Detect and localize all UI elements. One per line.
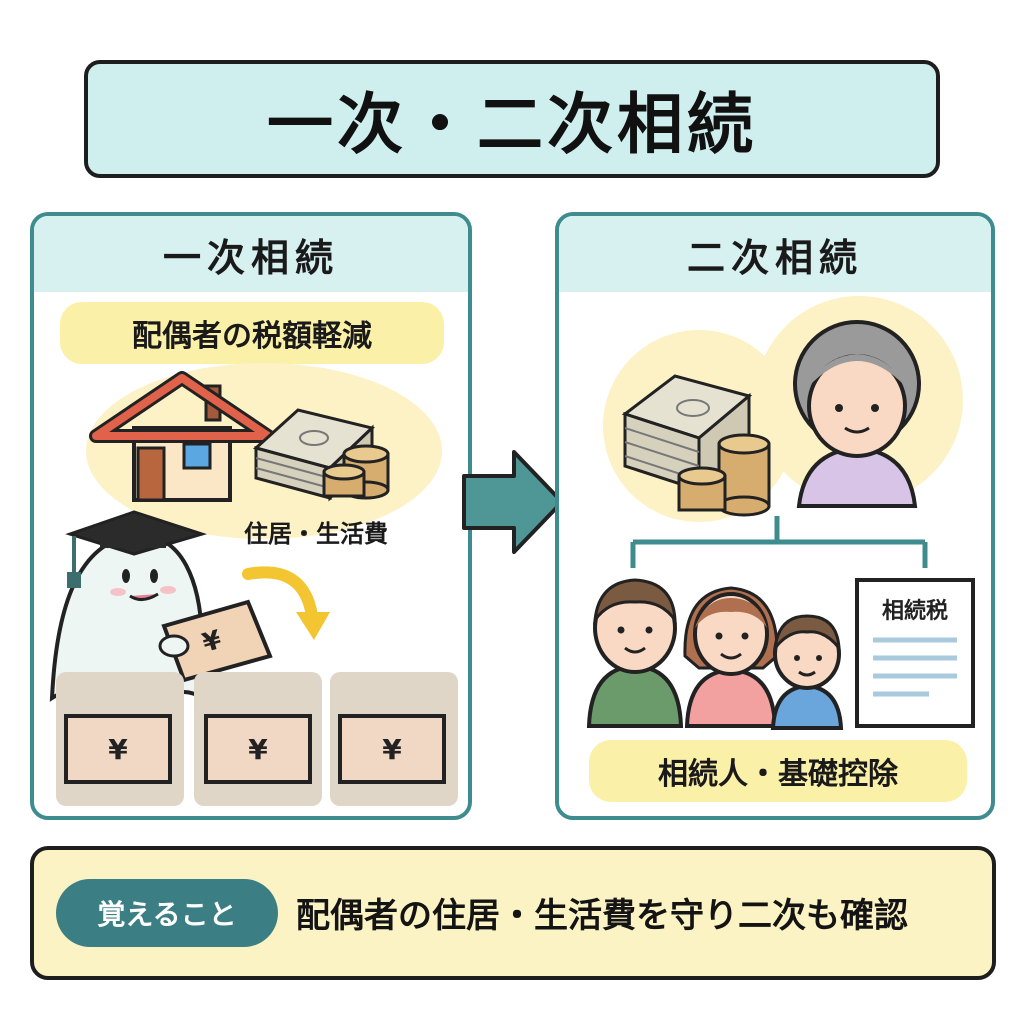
housing-living-cost-caption: 住居・生活費 <box>244 520 388 548</box>
primary-panel-header: 一次相続 <box>34 216 468 292</box>
coin-stack-icon-2 <box>677 433 771 517</box>
yen-label-1: ¥ <box>108 733 128 766</box>
heirs-basic-deduction-label: 相続人・基礎控除 <box>658 757 898 792</box>
spouse-tax-reduction-label: 配偶者の税額軽減 <box>132 319 372 354</box>
primary-inheritance-panel: 一次相続 配偶者の税額軽減 <box>30 212 472 820</box>
curved-arrow-icon <box>242 566 330 640</box>
yen-envelope-3: ¥ <box>338 714 446 784</box>
spouse-tax-reduction-badge: 配偶者の税額軽減 <box>60 302 444 364</box>
yen-envelope-icon: ¥ <box>158 599 273 683</box>
secondary-panel-header: 二次相続 <box>559 216 991 292</box>
yen-envelope-2: ¥ <box>204 714 312 784</box>
heir-woman-icon <box>683 586 779 728</box>
secondary-inheritance-panel: 二次相続 <box>555 212 995 820</box>
title-banner: 一次・二次相続 <box>84 60 940 178</box>
secondary-heading: 二次相続 <box>686 235 863 280</box>
right-arrow-icon <box>462 450 564 554</box>
primary-illustration: ¥ ¥ ¥ ¥ <box>49 363 458 806</box>
heir-man-icon <box>586 578 684 728</box>
family-tree-connector <box>630 516 928 568</box>
coin-stack-icon <box>322 444 390 500</box>
page-title: 一次・二次相続 <box>267 86 757 163</box>
tax-document-title: 相続税 <box>882 598 948 624</box>
yen-envelope-1: ¥ <box>64 714 172 784</box>
heirs-basic-deduction-badge: 相続人・基礎控除 <box>589 740 967 802</box>
summary-banner: 覚えること 配偶者の住居・生活費を守り二次も確認 <box>30 846 996 980</box>
remember-label: 覚えること <box>97 898 237 931</box>
ghost-mascot-icon <box>49 510 208 702</box>
yen-label-2: ¥ <box>248 733 268 766</box>
remember-badge: 覚えること <box>56 879 278 947</box>
heir-child-icon <box>770 614 844 730</box>
tax-document-icon: 相続税 <box>855 578 975 728</box>
house-icon <box>89 371 275 502</box>
elderly-parent-icon <box>793 320 921 508</box>
yen-label-3: ¥ <box>382 733 402 766</box>
primary-heading: 一次相続 <box>162 235 339 280</box>
secondary-illustration: 相続税 <box>586 296 975 730</box>
summary-text: 配偶者の住居・生活費を守り二次も確認 <box>296 896 908 936</box>
